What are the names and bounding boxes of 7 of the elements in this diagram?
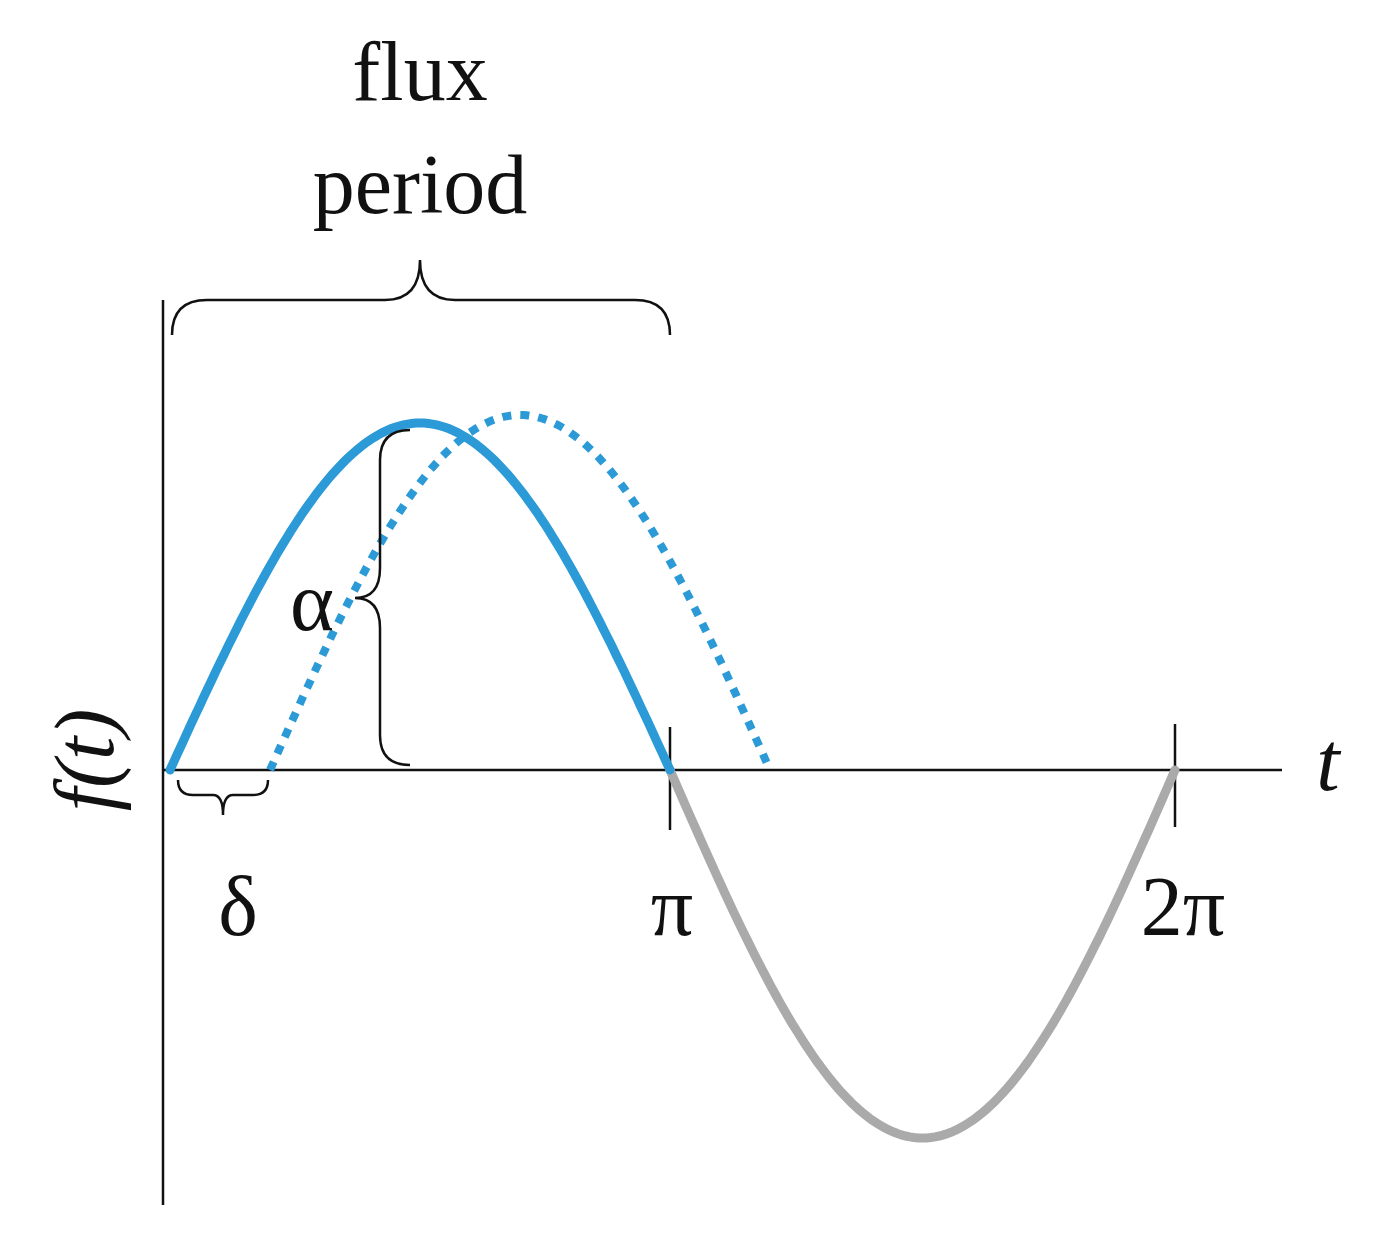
axis-label: t <box>1316 714 1340 810</box>
brace-label: flux period <box>311 24 529 234</box>
axis-label: f(t) <box>37 708 133 812</box>
tick-label: 2π <box>1140 859 1226 955</box>
tick-label: π <box>650 859 694 955</box>
amplitude-label: α <box>290 554 334 650</box>
shift-label: δ <box>218 859 258 955</box>
